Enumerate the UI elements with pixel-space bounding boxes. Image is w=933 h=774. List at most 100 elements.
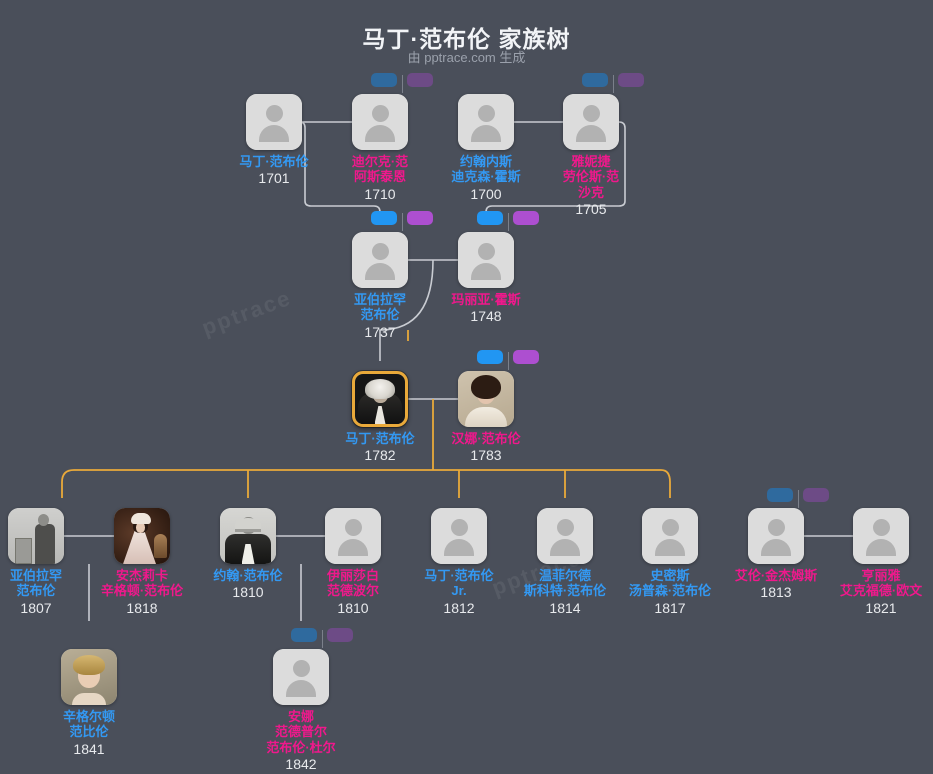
gender-pill-pair xyxy=(477,211,539,231)
female-pill-icon xyxy=(618,73,644,87)
person-name: 迪尔克·范阿斯泰恩 xyxy=(351,154,409,185)
person-year: 1748 xyxy=(470,308,502,325)
page-subtitle: 由 pptrace.com 生成 xyxy=(407,50,526,65)
person-portrait[interactable] xyxy=(114,508,170,564)
person-portrait[interactable] xyxy=(458,371,514,427)
placeholder-avatar-icon xyxy=(853,508,909,564)
person-year: 1782 xyxy=(364,447,396,464)
person-portrait[interactable] xyxy=(748,508,804,564)
female-pill-icon xyxy=(513,350,539,364)
person-portrait[interactable] xyxy=(352,232,408,288)
person-year: 1814 xyxy=(549,599,581,616)
person-portrait[interactable] xyxy=(352,371,408,427)
page-title: 马丁·范布伦 家族树 xyxy=(362,26,571,52)
person-name: 温菲尔德斯科特·范布伦 xyxy=(523,568,607,599)
person-name: 亚伯拉罕范布伦 xyxy=(353,292,406,323)
person-year: 1821 xyxy=(865,599,897,616)
male-pill-icon xyxy=(477,211,503,225)
person-name: 辛格尔顿范比伦 xyxy=(62,709,115,740)
person-name: 史密斯汤普森·范布伦 xyxy=(628,568,712,599)
person-portrait[interactable] xyxy=(458,94,514,150)
person-name: 玛丽亚·霍斯 xyxy=(451,292,521,307)
person-year: 1813 xyxy=(760,584,792,601)
female-pill-icon xyxy=(513,211,539,225)
placeholder-avatar-icon xyxy=(431,508,487,564)
pill-connector xyxy=(401,213,403,231)
male-pill-icon xyxy=(767,488,793,502)
pill-connector xyxy=(507,213,509,231)
gender-pill-pair xyxy=(291,628,353,648)
person-year: 1812 xyxy=(443,599,475,616)
female-pill-icon xyxy=(407,73,433,87)
gender-pill-pair xyxy=(582,73,644,93)
gender-pill-pair xyxy=(477,350,539,370)
person-year: 1841 xyxy=(73,740,105,757)
person-year: 1818 xyxy=(126,599,158,616)
person-name: 亚伯拉罕范布伦 xyxy=(9,568,62,599)
person-name: 约翰·范布伦 xyxy=(213,568,283,583)
placeholder-avatar-icon xyxy=(537,508,593,564)
female-pill-icon xyxy=(327,628,353,642)
person-portrait[interactable] xyxy=(273,649,329,705)
person-portrait[interactable] xyxy=(246,94,302,150)
placeholder-avatar-icon xyxy=(563,94,619,150)
person-year: 1710 xyxy=(364,185,396,202)
male-pill-icon xyxy=(371,211,397,225)
person-portrait[interactable] xyxy=(325,508,381,564)
person-year: 1810 xyxy=(337,599,369,616)
person-portrait[interactable] xyxy=(431,508,487,564)
person-year: 1807 xyxy=(20,599,52,616)
person-portrait[interactable] xyxy=(537,508,593,564)
person-year: 1705 xyxy=(575,200,607,217)
person-year: 1700 xyxy=(470,185,502,202)
person-portrait[interactable] xyxy=(8,508,64,564)
person-year: 1783 xyxy=(470,447,502,464)
person-name: 艾伦·金杰姆斯 xyxy=(734,568,818,583)
person-portrait[interactable] xyxy=(220,508,276,564)
person-portrait[interactable] xyxy=(458,232,514,288)
person-name: 汉娜·范布伦 xyxy=(451,431,521,446)
person-portrait[interactable] xyxy=(352,94,408,150)
person-portrait[interactable] xyxy=(853,508,909,564)
person-portrait[interactable] xyxy=(61,649,117,705)
person-portrait[interactable] xyxy=(642,508,698,564)
placeholder-avatar-icon xyxy=(458,232,514,288)
person-portrait[interactable] xyxy=(563,94,619,150)
person-year: 1810 xyxy=(232,584,264,601)
person-year: 1817 xyxy=(654,599,686,616)
placeholder-avatar-icon xyxy=(352,232,408,288)
